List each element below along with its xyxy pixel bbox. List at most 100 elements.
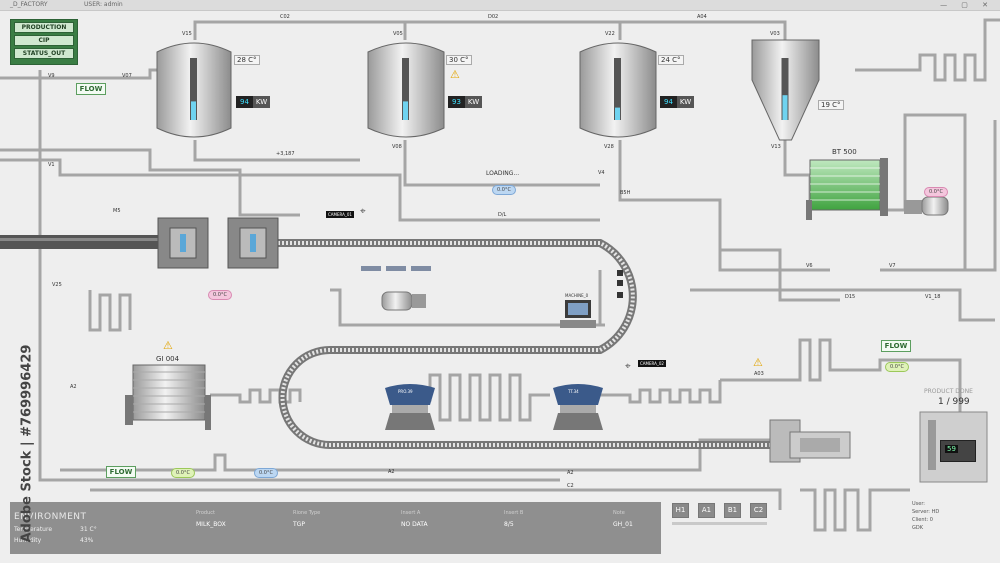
- factory-label: _D_FACTORY: [10, 1, 48, 8]
- mixer-2-label: TT.34: [568, 389, 579, 394]
- mode-production-button[interactable]: PRODUCTION: [14, 22, 74, 33]
- server-gdk: GDK: [912, 525, 924, 531]
- gi004-heat-exchanger: [125, 364, 211, 430]
- pipe-readout: +3,187: [276, 151, 295, 157]
- valve-v1-label: V1: [48, 162, 55, 168]
- packing-machine: [769, 419, 851, 463]
- tank-1[interactable]: [156, 42, 232, 138]
- mode-selector: PRODUCTION CIP STATUS_OUT: [10, 19, 78, 65]
- c2-button[interactable]: C2: [750, 503, 767, 518]
- tank-4-level-fill: [782, 95, 788, 120]
- valve-v08-label: V08: [392, 144, 402, 150]
- valve-v07-label: V07: [122, 73, 132, 79]
- temperature-label: Temperature: [14, 526, 53, 533]
- temp-pill-3: 0.0°C: [924, 187, 948, 197]
- tank-3-temp: 24 C°: [658, 55, 684, 65]
- valve-d15-label: D15: [845, 294, 856, 300]
- temp-pill-6: 0.0°C: [254, 468, 278, 478]
- mode-status-out-button[interactable]: STATUS_OUT: [14, 48, 74, 59]
- button-divider: [672, 522, 767, 525]
- valve-m5-label: M5: [113, 208, 121, 214]
- bt500-drum: [806, 158, 949, 220]
- valve-d02-label: D02: [488, 14, 499, 20]
- column-header: Insert A: [401, 510, 421, 516]
- column-header: Product: [196, 510, 215, 516]
- temp-pill-2: 0.0°C: [208, 290, 232, 300]
- tank-4-gauge: [781, 58, 789, 120]
- a1-button[interactable]: A1: [698, 503, 715, 518]
- valve-v7-label: V7: [889, 263, 896, 269]
- tank-3[interactable]: [579, 42, 657, 138]
- column-header: Rione Type: [293, 510, 321, 516]
- flow-button-1[interactable]: FLOW: [76, 83, 106, 95]
- mixer-2: [553, 384, 603, 430]
- tank-2-level-fill: [403, 101, 408, 120]
- valve-a03-label: A03: [754, 371, 764, 377]
- monitor-label: MACHINE_0: [565, 293, 589, 298]
- valve-v9-label: V9: [48, 73, 55, 79]
- h1-button[interactable]: H1: [672, 503, 689, 518]
- tank-2-temp: 30 C°: [446, 55, 472, 65]
- watermark-text: Adobe Stock | #769996429: [19, 344, 35, 543]
- flow-button-3[interactable]: FLOW: [106, 466, 136, 478]
- user-label: USER: admin: [84, 1, 123, 8]
- column-value: 8/5: [504, 521, 514, 528]
- column-value: NO DATA: [401, 521, 428, 528]
- valve-a04-label: A04: [697, 14, 707, 20]
- temp-pill-1: 0.0°C: [492, 185, 516, 195]
- tank-2[interactable]: [367, 42, 445, 138]
- column-value: MILK_BOX: [196, 521, 226, 528]
- column-header: Insert B: [504, 510, 524, 516]
- output-display-value: 59: [945, 445, 958, 453]
- tank-4-temp: 19 C°: [818, 100, 844, 110]
- warning-icon-tank-2: ⚠: [450, 68, 460, 81]
- flow-button-2[interactable]: FLOW: [881, 340, 911, 352]
- warning-icon-gi004: ⚠: [163, 339, 173, 352]
- server-client: Client: 0: [912, 517, 933, 523]
- insert-b-column: Insert B 8/5: [504, 510, 523, 528]
- valve-b5h-label: B5H: [620, 190, 631, 196]
- camera-01-icon: ⌖: [360, 206, 366, 217]
- tank-4[interactable]: [751, 39, 820, 141]
- column-value: TGP: [293, 521, 305, 528]
- camera-02-icon: ⌖: [625, 361, 631, 372]
- mixer-1-label: PRO.39: [398, 389, 413, 394]
- window-controls[interactable]: — ▢ ✕: [940, 1, 994, 9]
- tank-3-tag: V22: [605, 31, 615, 37]
- b1-button[interactable]: B1: [724, 503, 741, 518]
- mixer-1: [385, 384, 435, 430]
- pipe-a2-label-1: A2: [70, 384, 77, 390]
- press-2: [227, 217, 279, 269]
- output-display: 59: [940, 440, 976, 462]
- valve-v18-label: V1_18: [925, 294, 941, 300]
- insert-a-column: Insert A NO DATA: [401, 510, 428, 528]
- product-done-count: 1 / 999: [938, 397, 970, 407]
- camera-01-tag[interactable]: CAMERA_01: [326, 211, 354, 218]
- humidity-value: 43%: [80, 537, 94, 544]
- tank-3-gauge: [614, 58, 621, 120]
- tank-3-power-value: 94: [660, 96, 677, 108]
- environment-title: ENVIRONMENT: [14, 512, 87, 522]
- tank-3-level-fill: [615, 107, 620, 120]
- environment-panel: ENVIRONMENT Temperature 31 C° Humidity 4…: [10, 502, 661, 554]
- tank-4-tag: V03: [770, 31, 780, 37]
- valve-v28-label: V28: [604, 144, 614, 150]
- camera-02-tag[interactable]: CAMERA_02: [638, 360, 666, 367]
- mode-cip-button[interactable]: CIP: [14, 35, 74, 46]
- tank-1-power-value: 94: [236, 96, 253, 108]
- tank-1-power-unit: KW: [255, 98, 268, 106]
- server-name: Server: HD: [912, 509, 940, 515]
- valve-v13-label: V13: [771, 144, 781, 150]
- tank-1-temp: 28 C°: [234, 55, 260, 65]
- pipe-a2-label-2: A2: [388, 469, 395, 475]
- column-header: Note: [613, 510, 625, 516]
- tank-2-gauge: [402, 58, 409, 120]
- tank-1-gauge: [190, 58, 197, 120]
- pipe-dl-label: D/L: [498, 212, 507, 218]
